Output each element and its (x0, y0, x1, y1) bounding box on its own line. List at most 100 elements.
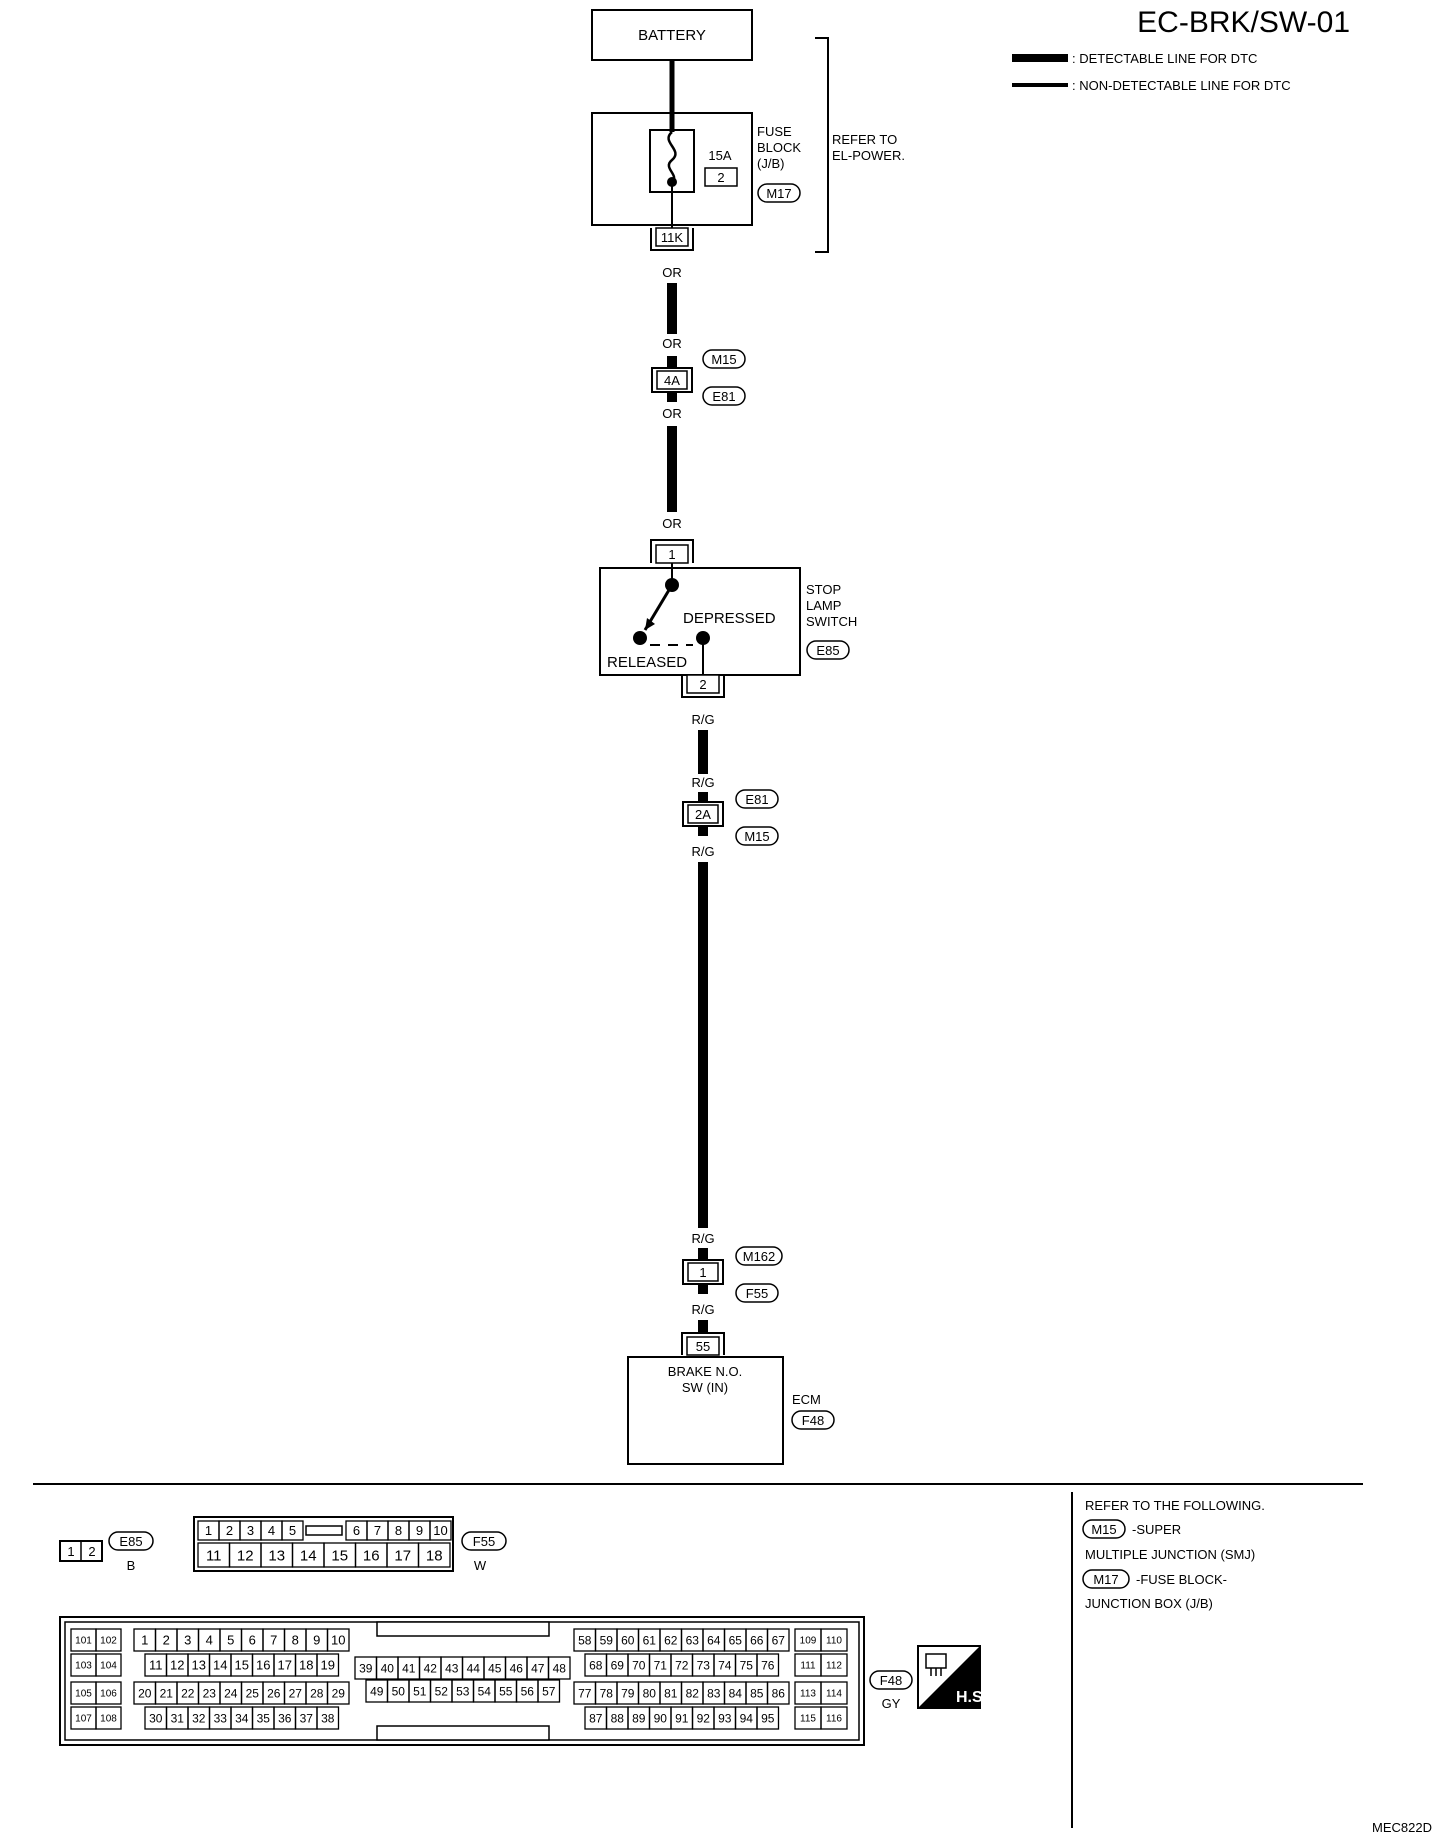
f48-pin-10: 10 (331, 1633, 345, 1648)
f48-pin-74: 74 (718, 1658, 732, 1672)
connector-badge-m162-label: M162 (743, 1249, 776, 1264)
f48-pin-3: 3 (184, 1633, 191, 1648)
switch-name-3: SWITCH (806, 614, 857, 629)
f55-color: W (474, 1558, 487, 1573)
junction-1-label: 1 (699, 1265, 706, 1280)
f48-pin-103: 103 (75, 1661, 92, 1672)
f48-pin-71: 71 (654, 1658, 668, 1672)
connector-badge-m15-b-label: M15 (744, 829, 769, 844)
wire-color-or-4: OR (662, 516, 682, 531)
battery-label: BATTERY (638, 27, 706, 44)
f48-pin-16: 16 (256, 1658, 270, 1673)
refer-badge-m15 (1082, 1519, 1126, 1539)
f48-pin-18: 18 (299, 1658, 313, 1673)
f48-pin-58: 58 (578, 1633, 592, 1647)
f48-pin-108: 108 (100, 1714, 117, 1725)
hs-label: H.S. (956, 1689, 987, 1706)
f48-pin-25: 25 (246, 1686, 260, 1700)
f48-pin-48: 48 (553, 1661, 567, 1675)
wire-color-or-2: OR (662, 336, 682, 351)
switch-blade-arrow (645, 618, 655, 630)
junction-4a (656, 370, 688, 390)
f55-pin-16: 16 (363, 1547, 380, 1564)
connector-badge-m15-a-label: M15 (711, 352, 736, 367)
connector-badge-f55-b-label: F55 (473, 1534, 495, 1549)
connector-f48-key-top (376, 1621, 550, 1637)
f48-pin-19-cell (316, 1653, 340, 1677)
refer-badge-m17 (1082, 1569, 1130, 1589)
switch-name-2: LAMP (806, 598, 841, 613)
e85-pin-2: 2 (88, 1544, 95, 1559)
f48-pin-81: 81 (664, 1686, 678, 1700)
fuse-refer-2: EL-POWER. (832, 148, 905, 163)
f48-pin-104: 104 (100, 1661, 117, 1672)
diagram-title: EC-BRK/SW-01 (1137, 6, 1350, 39)
f48-pin-78: 78 (600, 1686, 614, 1700)
f48-pin-66: 66 (750, 1633, 764, 1647)
hs-symbol-icon (917, 1645, 981, 1709)
f48-color: GY (882, 1696, 901, 1711)
connector-badge-e85-b-label: E85 (119, 1534, 142, 1549)
f55-pin-3: 3 (247, 1523, 254, 1538)
f48-pin-30: 30 (149, 1711, 163, 1725)
f48-pin-56: 56 (521, 1684, 535, 1698)
ecm-box (627, 1356, 784, 1465)
f48-pin-114-cell (820, 1681, 848, 1705)
f48-pin-1: 1 (141, 1633, 148, 1648)
f48-pin-90: 90 (654, 1711, 668, 1725)
f48-pin-86-cell (766, 1681, 790, 1705)
f48-pin-54: 54 (478, 1684, 492, 1698)
fuse-refer-1: REFER TO (832, 132, 897, 147)
refer-badge-m15-label: M15 (1091, 1522, 1116, 1537)
connector-badge-e85-label: E85 (816, 643, 839, 658)
f48-pin-101: 101 (75, 1636, 92, 1647)
fuse-number: 2 (717, 170, 724, 185)
f48-pin-94: 94 (740, 1711, 754, 1725)
f48-pin-20: 20 (138, 1686, 152, 1700)
ecm-terminal-55 (686, 1336, 720, 1356)
f48-pin-33: 33 (214, 1711, 228, 1725)
f48-pin-110: 110 (826, 1636, 842, 1647)
f48-pin-111: 111 (800, 1661, 816, 1672)
f48-pin-24: 24 (224, 1686, 238, 1700)
fuse-number-box (704, 167, 738, 187)
terminal-11k (655, 227, 689, 247)
f55-pin-5-cell (281, 1520, 304, 1541)
figure-code: MEC822D (1372, 1820, 1432, 1835)
f48-pin-39: 39 (359, 1661, 373, 1675)
junction-2a (687, 804, 719, 824)
f48-pin-31: 31 (171, 1711, 185, 1725)
f48-pin-75: 75 (740, 1658, 754, 1672)
fuse-amp: 15A (708, 148, 731, 163)
f48-pin-13: 13 (192, 1658, 206, 1673)
switch-terminal-2 (686, 674, 720, 694)
f48-pin-84: 84 (729, 1686, 743, 1700)
f48-pin-2: 2 (163, 1633, 170, 1648)
f48-pin-112: 112 (826, 1661, 842, 1672)
f48-pin-86: 86 (772, 1686, 786, 1700)
ecm-input-2: SW (IN) (682, 1380, 728, 1395)
f55-pin-1: 1 (205, 1523, 212, 1538)
f48-pin-42: 42 (424, 1661, 438, 1675)
connector-badge-m162 (735, 1246, 783, 1266)
f48-pin-116-cell (820, 1706, 848, 1730)
f48-pin-65: 65 (729, 1633, 743, 1647)
connector-badge-e85 (806, 640, 850, 660)
wire-color-or-1: OR (662, 265, 682, 280)
f48-pin-107: 107 (75, 1714, 92, 1725)
f48-pin-8: 8 (292, 1633, 299, 1648)
switch-terminal-2-label: 2 (699, 677, 706, 692)
f48-pin-72: 72 (675, 1658, 689, 1672)
f48-pin-82: 82 (686, 1686, 700, 1700)
f48-pin-70: 70 (632, 1658, 646, 1672)
fuse-block-name-1: FUSE (757, 124, 792, 139)
f48-pin-88: 88 (611, 1711, 625, 1725)
connector-badge-e81-b (735, 789, 779, 809)
f48-pin-109: 109 (800, 1636, 817, 1647)
f48-pin-46: 46 (510, 1661, 524, 1675)
f48-pin-29-cell (326, 1681, 350, 1705)
junction-1 (687, 1262, 719, 1282)
